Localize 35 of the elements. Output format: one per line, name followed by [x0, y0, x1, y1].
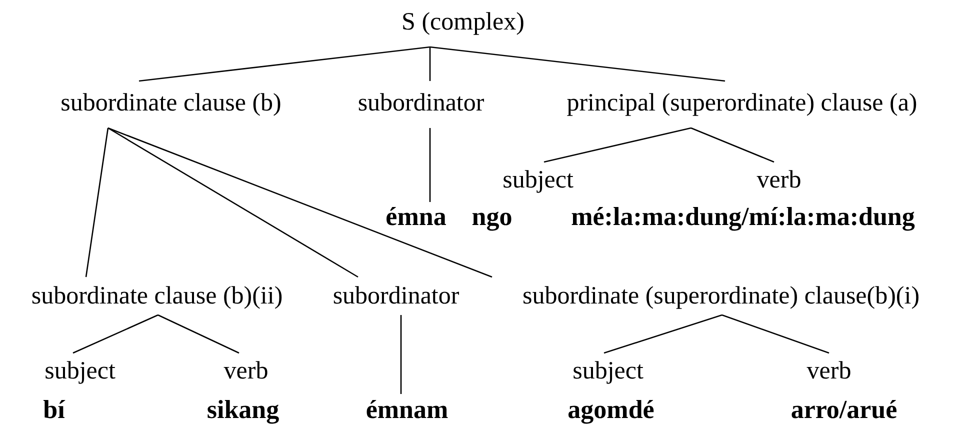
tree-branch-line: [690, 127, 774, 163]
tree-node-label: verb: [224, 358, 268, 384]
tree-branch-line: [544, 127, 692, 163]
tree-node-label: subordinate clause (b)(ii): [31, 284, 283, 308]
tree-branch-line: [430, 46, 726, 82]
word-label: émnam: [366, 397, 448, 423]
word-label: ngo: [472, 204, 512, 230]
tree-node-label: subordinate (superordinate) clause(b)(i): [522, 284, 920, 308]
tree-branch-line: [158, 314, 240, 354]
tree-branch-line: [72, 314, 158, 354]
tree-branch-line: [108, 127, 492, 278]
tree-node-label: verb: [806, 358, 852, 384]
word-label: arro/arué: [790, 397, 898, 423]
tree-node-label: S (complex): [402, 10, 524, 34]
tree-node-label: subordinate clause (b): [60, 90, 282, 116]
tree-branch-line: [722, 314, 830, 354]
tree-node-label: subordinator: [332, 284, 460, 308]
tree-branch-line: [604, 314, 722, 354]
word-label: sikang: [206, 397, 280, 423]
word-label: émna: [386, 204, 446, 230]
tree-node-label: subordinator: [358, 90, 484, 116]
tree-branch-line: [85, 128, 109, 278]
word-label: agomdé: [568, 397, 654, 423]
tree-node-label: subject: [44, 358, 116, 384]
tree-branch-line: [138, 46, 430, 82]
tree-branch-line: [429, 47, 431, 81]
tree-branch-line: [429, 128, 431, 202]
tree-node-label: principal (superordinate) clause (a): [566, 90, 918, 116]
tree-node-label: subject: [502, 168, 574, 192]
tree-branch-line: [400, 315, 402, 394]
tree-node-label: verb: [756, 168, 802, 192]
tree-branch-line: [108, 127, 358, 278]
tree-node-label: subject: [572, 358, 644, 384]
word-label: mé:la:ma:dung/mí:la:ma:dung: [571, 204, 915, 230]
word-label: bí: [43, 397, 65, 423]
